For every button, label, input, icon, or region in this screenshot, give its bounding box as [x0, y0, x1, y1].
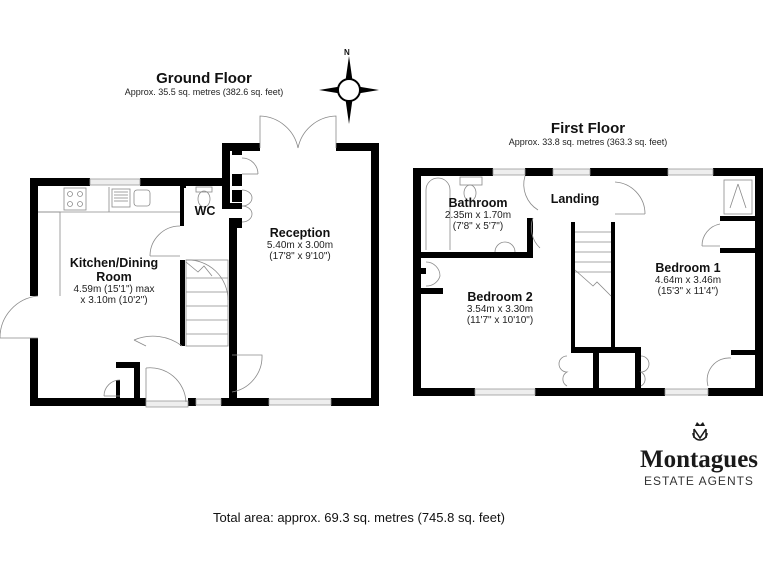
first-floor-heading: First Floor Approx. 33.8 sq. metres (363… [509, 120, 668, 147]
room-dimensions: 2.35m x 1.70m [444, 210, 512, 221]
ground-floor-plan [0, 115, 379, 408]
room-name: Bedroom 2 [467, 290, 533, 304]
room-dimensions: (7'8" x 5'7") [452, 221, 504, 232]
ground-floor-title: Ground Floor [156, 70, 252, 87]
room-dimensions: 5.40m x 3.00m [266, 240, 334, 251]
room-dimensions: 3.54m x 3.30m [466, 304, 534, 315]
room-bedroom-1: Bedroom 1 4.64m x 3.46m (15'3" x 11'4") [655, 261, 721, 297]
compass-north-label: N [344, 48, 350, 57]
room-bedroom-2: Bedroom 2 3.54m x 3.30m (11'7" x 10'10") [467, 290, 533, 326]
room-dimensions: x 3.10m (10'2") [80, 295, 148, 306]
room-dimensions: (15'3" x 11'4") [657, 286, 719, 297]
room-name: Kitchen/Dining [69, 256, 159, 270]
crown-monogram-icon [692, 422, 708, 441]
room-wc: WC [195, 204, 216, 218]
room-reception: Reception 5.40m x 3.00m (17'8" x 9'10") [267, 226, 333, 262]
room-dimensions: (11'7" x 10'10") [466, 315, 534, 326]
first-floor-title: First Floor [550, 120, 626, 137]
compass-rose-icon [319, 56, 379, 124]
room-dimensions: 4.64m x 3.46m [654, 275, 722, 286]
room-landing: Landing [551, 192, 600, 206]
brand-logo: Montagues ESTATE AGENTS [640, 446, 758, 488]
room-name: Room [96, 270, 132, 284]
room-kitchen-dining: Kitchen/Dining Room 4.59m (15'1") max x … [70, 256, 158, 306]
ground-floor-heading: Ground Floor Approx. 35.5 sq. metres (38… [125, 70, 284, 97]
room-name: Bathroom [448, 196, 508, 210]
first-floor-plan [413, 168, 763, 396]
room-dimensions: (17'8" x 9'10") [269, 251, 331, 262]
room-dimensions: 4.59m (15'1") max [73, 284, 155, 295]
room-name: Bedroom 1 [655, 261, 721, 275]
brand-name: Montagues [639, 446, 759, 473]
room-name: Reception [269, 226, 331, 240]
total-area: Total area: approx. 69.3 sq. metres (745… [213, 510, 505, 525]
ground-floor-area: Approx. 35.5 sq. metres (382.6 sq. feet) [124, 87, 284, 97]
brand-tagline: ESTATE AGENTS [644, 474, 754, 488]
room-name: WC [194, 204, 216, 218]
first-floor-area: Approx. 33.8 sq. metres (363.3 sq. feet) [508, 137, 668, 147]
room-name: Landing [550, 192, 600, 206]
room-bathroom: Bathroom 2.35m x 1.70m (7'8" x 5'7") [445, 196, 511, 232]
